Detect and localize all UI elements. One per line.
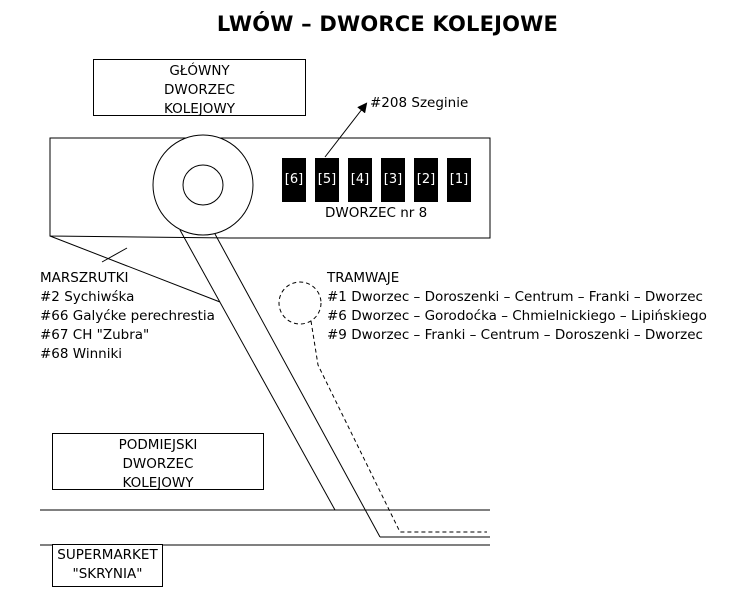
- page-title: LWÓW – DWORCE KOLEJOWE: [216, 12, 559, 36]
- tram-route: [310, 320, 487, 533]
- platform-2: [2]: [414, 158, 438, 202]
- marszrutki-route: #68 Winniki: [40, 346, 123, 362]
- platform-1: [1]: [447, 158, 471, 202]
- roundabout-inner: [182, 164, 224, 206]
- platform-6: [6]: [282, 158, 306, 202]
- marszrutki-list: MARSZRUTKI #2 Sychiwśka #66 Galyćke pere…: [40, 269, 215, 364]
- tramwaje-list: TRAMWAJE #1 Dworzec – Doroszenki – Centr…: [327, 269, 707, 345]
- platform-4: [4]: [348, 158, 372, 202]
- station8-building: [49, 137, 491, 239]
- tramwaje-route: #1 Dworzec – Doroszenki – Centrum – Fran…: [327, 289, 703, 305]
- marszrutki-route: #2 Sychiwśka: [40, 289, 135, 305]
- tramwaje-route: #6 Dworzec – Gorodoćka – Chmielnickiego …: [327, 308, 707, 324]
- suburban-station-line: DWORZEC: [122, 456, 194, 472]
- main-station-line: KOLEJOWY: [164, 101, 235, 117]
- platform-5: [5]: [315, 158, 339, 202]
- road-edge-left: [179, 229, 336, 511]
- building-slope: [49, 235, 221, 303]
- marszrutki-route: #67 CH "Zubra": [40, 327, 150, 343]
- roundabout-outer: [152, 134, 254, 236]
- marszrutki-route: #66 Galyćke perechrestia: [40, 308, 215, 324]
- bus208-arrow: [324, 102, 368, 158]
- main-station-box: GŁÓWNY DWORZEC KOLEJOWY: [93, 59, 306, 117]
- main-station-line: DWORZEC: [164, 82, 235, 98]
- suburban-station-line: PODMIEJSKI: [118, 437, 198, 453]
- suburban-station-box: PODMIEJSKI DWORZEC KOLEJOWY: [52, 433, 264, 491]
- main-station-line: GŁÓWNY: [169, 63, 230, 79]
- tramwaje-heading: TRAMWAJE: [327, 270, 400, 286]
- supermarket-box: SUPERMARKET "SKRYNIA": [52, 544, 163, 587]
- supermarket-line: SUPERMARKET: [57, 547, 158, 563]
- road-edge-right: [214, 233, 381, 538]
- marszrutki-heading: MARSZRUTKI: [40, 270, 129, 286]
- suburban-station-line: KOLEJOWY: [122, 475, 194, 491]
- platform-3: [3]: [381, 158, 405, 202]
- bus208-label: #208 Szeginie: [370, 95, 469, 111]
- tramwaje-route: #9 Dworzec – Franki – Centrum – Doroszen…: [327, 327, 703, 343]
- station8-label: DWORZEC nr 8: [325, 205, 428, 221]
- tram-loop: [278, 281, 322, 325]
- supermarket-line: "SKRYNIA": [72, 566, 143, 582]
- marszrutki-pointer: [101, 247, 128, 263]
